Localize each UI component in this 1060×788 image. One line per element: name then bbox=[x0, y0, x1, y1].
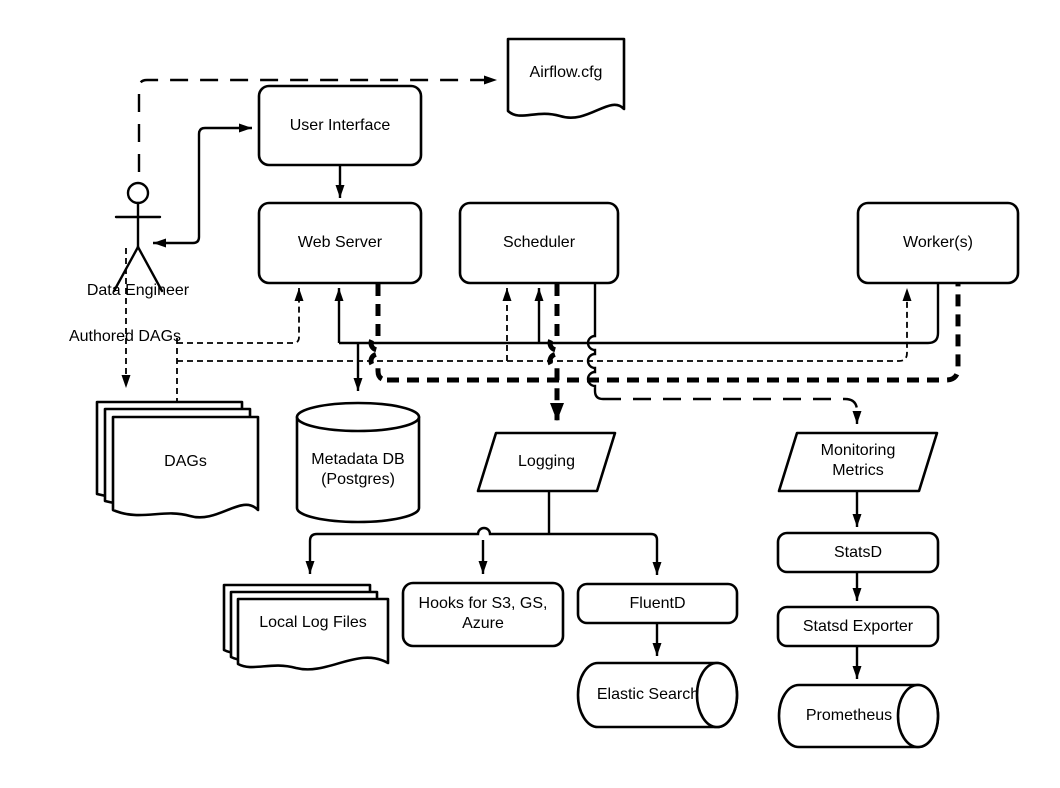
monitoring-metrics-shape bbox=[777, 431, 939, 493]
metadata-db-top bbox=[295, 401, 421, 433]
statsd-exporter-label: Statsd Exporter bbox=[802, 618, 914, 635]
edge-logging-locallogs bbox=[305, 526, 549, 574]
fluentd-label: FluentD bbox=[629, 595, 686, 612]
logging-label: Logging bbox=[518, 453, 575, 470]
edge-webserver-logging bbox=[368, 284, 388, 383]
elastic-search-label: Elastic Search bbox=[596, 686, 700, 703]
local-logs-sheet-front bbox=[236, 597, 390, 671]
user-interface-shape bbox=[257, 84, 423, 167]
airflow-cfg-shape bbox=[506, 37, 626, 119]
diagram-edges bbox=[121, 75, 961, 679]
data-engineer-label: Data Engineer bbox=[86, 282, 190, 299]
statsd-exporter-shape bbox=[776, 605, 940, 648]
edge-logging-bus bbox=[387, 284, 961, 383]
edge-engineer-ui bbox=[153, 123, 252, 248]
airflow-cfg-label: Airflow.cfg bbox=[529, 64, 603, 81]
diagram-shapes bbox=[95, 37, 1020, 749]
dags-label: DAGs bbox=[164, 453, 207, 470]
user-interface-label: User Interface bbox=[289, 117, 391, 134]
prometheus-label: Prometheus bbox=[805, 707, 893, 724]
scheduler-shape bbox=[458, 201, 620, 285]
scheduler-label: Scheduler bbox=[502, 234, 576, 251]
workers-shape bbox=[856, 201, 1020, 285]
dags-sheet-front bbox=[111, 415, 260, 519]
prometheus-cap bbox=[896, 683, 940, 749]
metadata-db-body bbox=[295, 415, 421, 524]
monitoring-metrics-label: Monitoring Metrics bbox=[820, 442, 896, 480]
statsd-label: StatsD bbox=[833, 544, 882, 561]
web-server-label: Web Server bbox=[297, 234, 383, 251]
web-server-shape bbox=[257, 201, 423, 285]
edge-scheduler-monitoring-drop bbox=[586, 284, 604, 401]
statsd-shape bbox=[776, 531, 940, 574]
fluentd-shape bbox=[576, 582, 739, 625]
edge-engineer-airflowcfg bbox=[137, 75, 497, 172]
metadata-db-label: Metadata DB (Postgres) bbox=[311, 451, 405, 489]
hooks-shape bbox=[401, 581, 565, 648]
logging-shape bbox=[476, 431, 617, 493]
edge-dags-workers bbox=[177, 288, 912, 362]
elastic-search-cap bbox=[695, 661, 739, 729]
edge-scheduler-monitoring bbox=[603, 397, 862, 424]
edge-logging-fluentd bbox=[549, 532, 662, 575]
edge-metadata-bus bbox=[339, 284, 940, 345]
edge-dags-webserver bbox=[177, 288, 304, 344]
authored-dags-label: Authored DAGs bbox=[68, 328, 182, 345]
edge-scheduler-logging bbox=[547, 284, 564, 421]
data-engineer-actor bbox=[112, 181, 164, 293]
local-log-files-label: Local Log Files bbox=[259, 614, 367, 631]
hooks-label: Hooks for S3, GS, Azure bbox=[418, 595, 548, 633]
workers-label: Worker(s) bbox=[903, 234, 973, 251]
